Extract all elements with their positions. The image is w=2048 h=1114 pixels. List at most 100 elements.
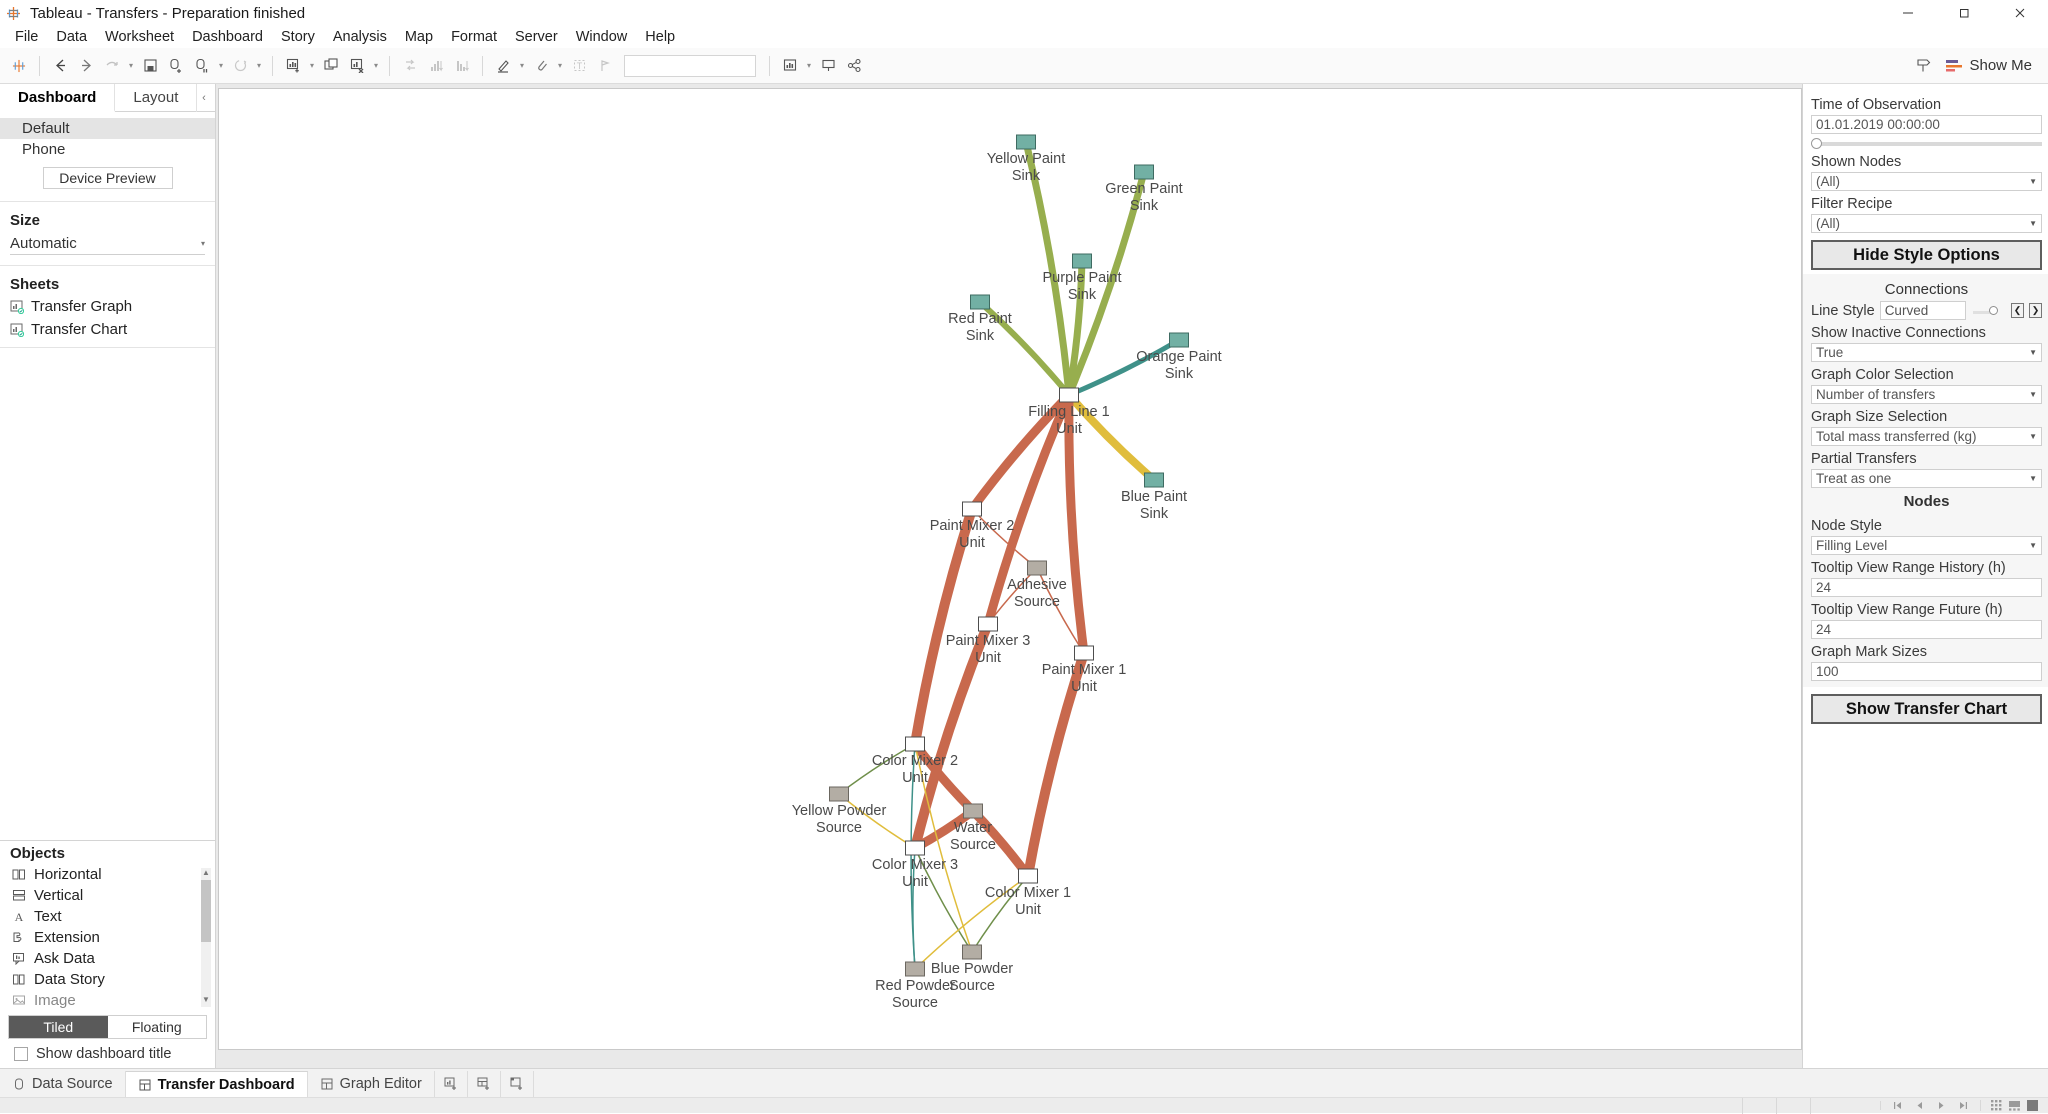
tab-layout[interactable]: Layout <box>115 84 198 112</box>
presentation-signpost-icon[interactable] <box>1910 53 1936 79</box>
device-phone[interactable]: Phone <box>22 141 66 158</box>
floating-button[interactable]: Floating <box>131 1019 182 1035</box>
graph-edge[interactable] <box>1065 391 1158 484</box>
graph-edge[interactable] <box>968 806 1033 881</box>
save-icon[interactable] <box>137 53 163 79</box>
graph-node-paint-mixer-1[interactable] <box>1074 645 1094 661</box>
object-ask-data[interactable]: Ask Data <box>0 948 215 969</box>
back-icon[interactable] <box>47 53 73 79</box>
menu-data[interactable]: Data <box>56 29 88 45</box>
add-data-source-icon[interactable] <box>163 53 189 79</box>
maximize-button[interactable] <box>1936 0 1992 26</box>
undo-icon[interactable] <box>99 53 125 79</box>
show-mark-labels-icon[interactable]: T <box>566 53 592 79</box>
menu-help[interactable]: Help <box>645 29 676 45</box>
graph-node-green-paint-sink[interactable] <box>1134 164 1154 180</box>
graph-node-filling-line-1[interactable] <box>1059 387 1079 403</box>
graph-node-yellow-paint-sink[interactable] <box>1016 134 1036 150</box>
last-page-button[interactable] <box>1959 1101 1968 1110</box>
graph-edge[interactable] <box>1022 138 1073 399</box>
graph-color-selection-select[interactable]: Number of transfers ▼ <box>1811 385 2042 404</box>
object-data-story[interactable]: Data Story <box>0 969 215 990</box>
graph-edge[interactable] <box>967 390 1074 514</box>
graph-size-selection-select[interactable]: Total mass transferred (kg) ▼ <box>1811 427 2042 446</box>
scroll-up-arrow-icon[interactable]: ▲ <box>201 868 211 880</box>
partial-transfers-select[interactable]: Treat as one ▼ <box>1811 469 2042 488</box>
graph-node-red-paint-sink[interactable] <box>970 294 990 310</box>
line-style-knob[interactable] <box>1989 305 1998 315</box>
graph-edge[interactable] <box>971 875 1029 953</box>
scroll-down-arrow-icon[interactable]: ▼ <box>201 995 211 1007</box>
share-icon[interactable] <box>841 53 867 79</box>
chevron-left-icon[interactable]: ‹ <box>202 92 206 104</box>
graph-node-color-mixer-1[interactable] <box>1018 868 1038 884</box>
graph-edge[interactable] <box>910 504 977 749</box>
device-preview-button[interactable]: Device Preview <box>42 167 173 189</box>
sort-ascending-icon[interactable] <box>423 53 449 79</box>
line-style-next-button[interactable]: ❯ <box>2029 303 2042 318</box>
tableau-home-icon[interactable] <box>6 53 32 79</box>
graph-edge[interactable] <box>1066 337 1182 398</box>
show-inactive-connections-select[interactable]: True ▼ <box>1811 343 2042 362</box>
clear-caret-icon[interactable]: ▾ <box>373 61 378 70</box>
menu-dashboard[interactable]: Dashboard <box>192 29 263 45</box>
sheet-item-transfer-graph[interactable]: Transfer Graph <box>0 295 215 318</box>
menu-story[interactable]: Story <box>281 29 315 45</box>
line-style-value[interactable]: Curved <box>1879 301 1966 320</box>
line-style-slider[interactable] <box>1971 304 2006 318</box>
grid-view-button[interactable] <box>1991 1100 2002 1111</box>
graph-edge[interactable] <box>1065 168 1148 399</box>
group-members-icon[interactable] <box>528 53 554 79</box>
tooltip-history-input[interactable]: 24 <box>1811 578 2042 597</box>
time-of-observation-slider[interactable] <box>1811 137 2042 149</box>
menu-map[interactable]: Map <box>404 29 434 45</box>
sheet-tab-data-source[interactable]: Data Source <box>0 1071 126 1097</box>
menu-format[interactable]: Format <box>451 29 497 45</box>
graph-node-color-mixer-2[interactable] <box>905 736 925 752</box>
graph-node-color-mixer-3[interactable] <box>905 840 925 856</box>
object-extension[interactable]: Extension <box>0 927 215 948</box>
graph-edge[interactable] <box>914 847 973 953</box>
graph-edge[interactable] <box>910 619 993 853</box>
tooltip-future-input[interactable]: 24 <box>1811 620 2042 639</box>
clear-sheet-icon[interactable] <box>344 53 370 79</box>
graph-node-paint-mixer-3[interactable] <box>978 616 998 632</box>
show-me-button[interactable]: Show Me <box>1936 53 2042 79</box>
show-transfer-chart-button[interactable]: Show Transfer Chart <box>1811 694 2042 724</box>
tiled-button[interactable]: Tiled <box>9 1016 108 1038</box>
graph-node-orange-paint-sink[interactable] <box>1169 332 1189 348</box>
show-dashboard-title-row[interactable]: Show dashboard title <box>0 1039 215 1068</box>
graph-edge[interactable] <box>838 743 916 795</box>
new-worksheet-tab-button[interactable] <box>435 1071 468 1097</box>
datasource-caret-icon[interactable]: ▾ <box>218 61 223 70</box>
fit-caret-icon[interactable]: ▾ <box>806 61 811 70</box>
graph-node-blue-powder-source[interactable] <box>962 944 982 960</box>
menu-file[interactable]: File <box>15 29 39 45</box>
hide-style-options-button[interactable]: Hide Style Options <box>1811 240 2042 270</box>
size-select[interactable]: Automatic ▾ <box>10 233 205 255</box>
graph-edge[interactable] <box>1065 257 1086 399</box>
objects-scroll-thumb[interactable] <box>201 880 211 942</box>
graph-edge[interactable] <box>1023 648 1089 881</box>
forward-icon[interactable] <box>73 53 99 79</box>
new-worksheet-caret-icon[interactable]: ▾ <box>309 61 314 70</box>
sheet-tab-transfer-dashboard[interactable]: Transfer Dashboard <box>125 1071 308 1097</box>
next-page-button[interactable] <box>1937 1101 1946 1110</box>
sort-descending-icon[interactable] <box>449 53 475 79</box>
menu-window[interactable]: Window <box>575 29 628 45</box>
transfer-graph[interactable] <box>219 89 1803 1051</box>
graph-edge[interactable] <box>977 299 1072 398</box>
node-style-select[interactable]: Filling Level ▼ <box>1811 536 2042 555</box>
refresh-caret-icon[interactable]: ▾ <box>256 61 261 70</box>
sheet-item-transfer-chart[interactable]: Transfer Chart <box>0 318 215 341</box>
show-dashboard-title-checkbox[interactable] <box>14 1047 28 1061</box>
menu-analysis[interactable]: Analysis <box>332 29 387 45</box>
graph-node-water-source[interactable] <box>963 803 983 819</box>
presentation-mode-icon[interactable] <box>592 53 618 79</box>
fit-selector-icon[interactable] <box>777 53 803 79</box>
graph-node-purple-paint-sink[interactable] <box>1072 253 1092 269</box>
graph-edge[interactable] <box>914 743 973 953</box>
new-story-tab-button[interactable] <box>501 1071 534 1097</box>
device-default[interactable]: Default <box>0 118 215 139</box>
object-text[interactable]: A Text <box>0 906 215 927</box>
